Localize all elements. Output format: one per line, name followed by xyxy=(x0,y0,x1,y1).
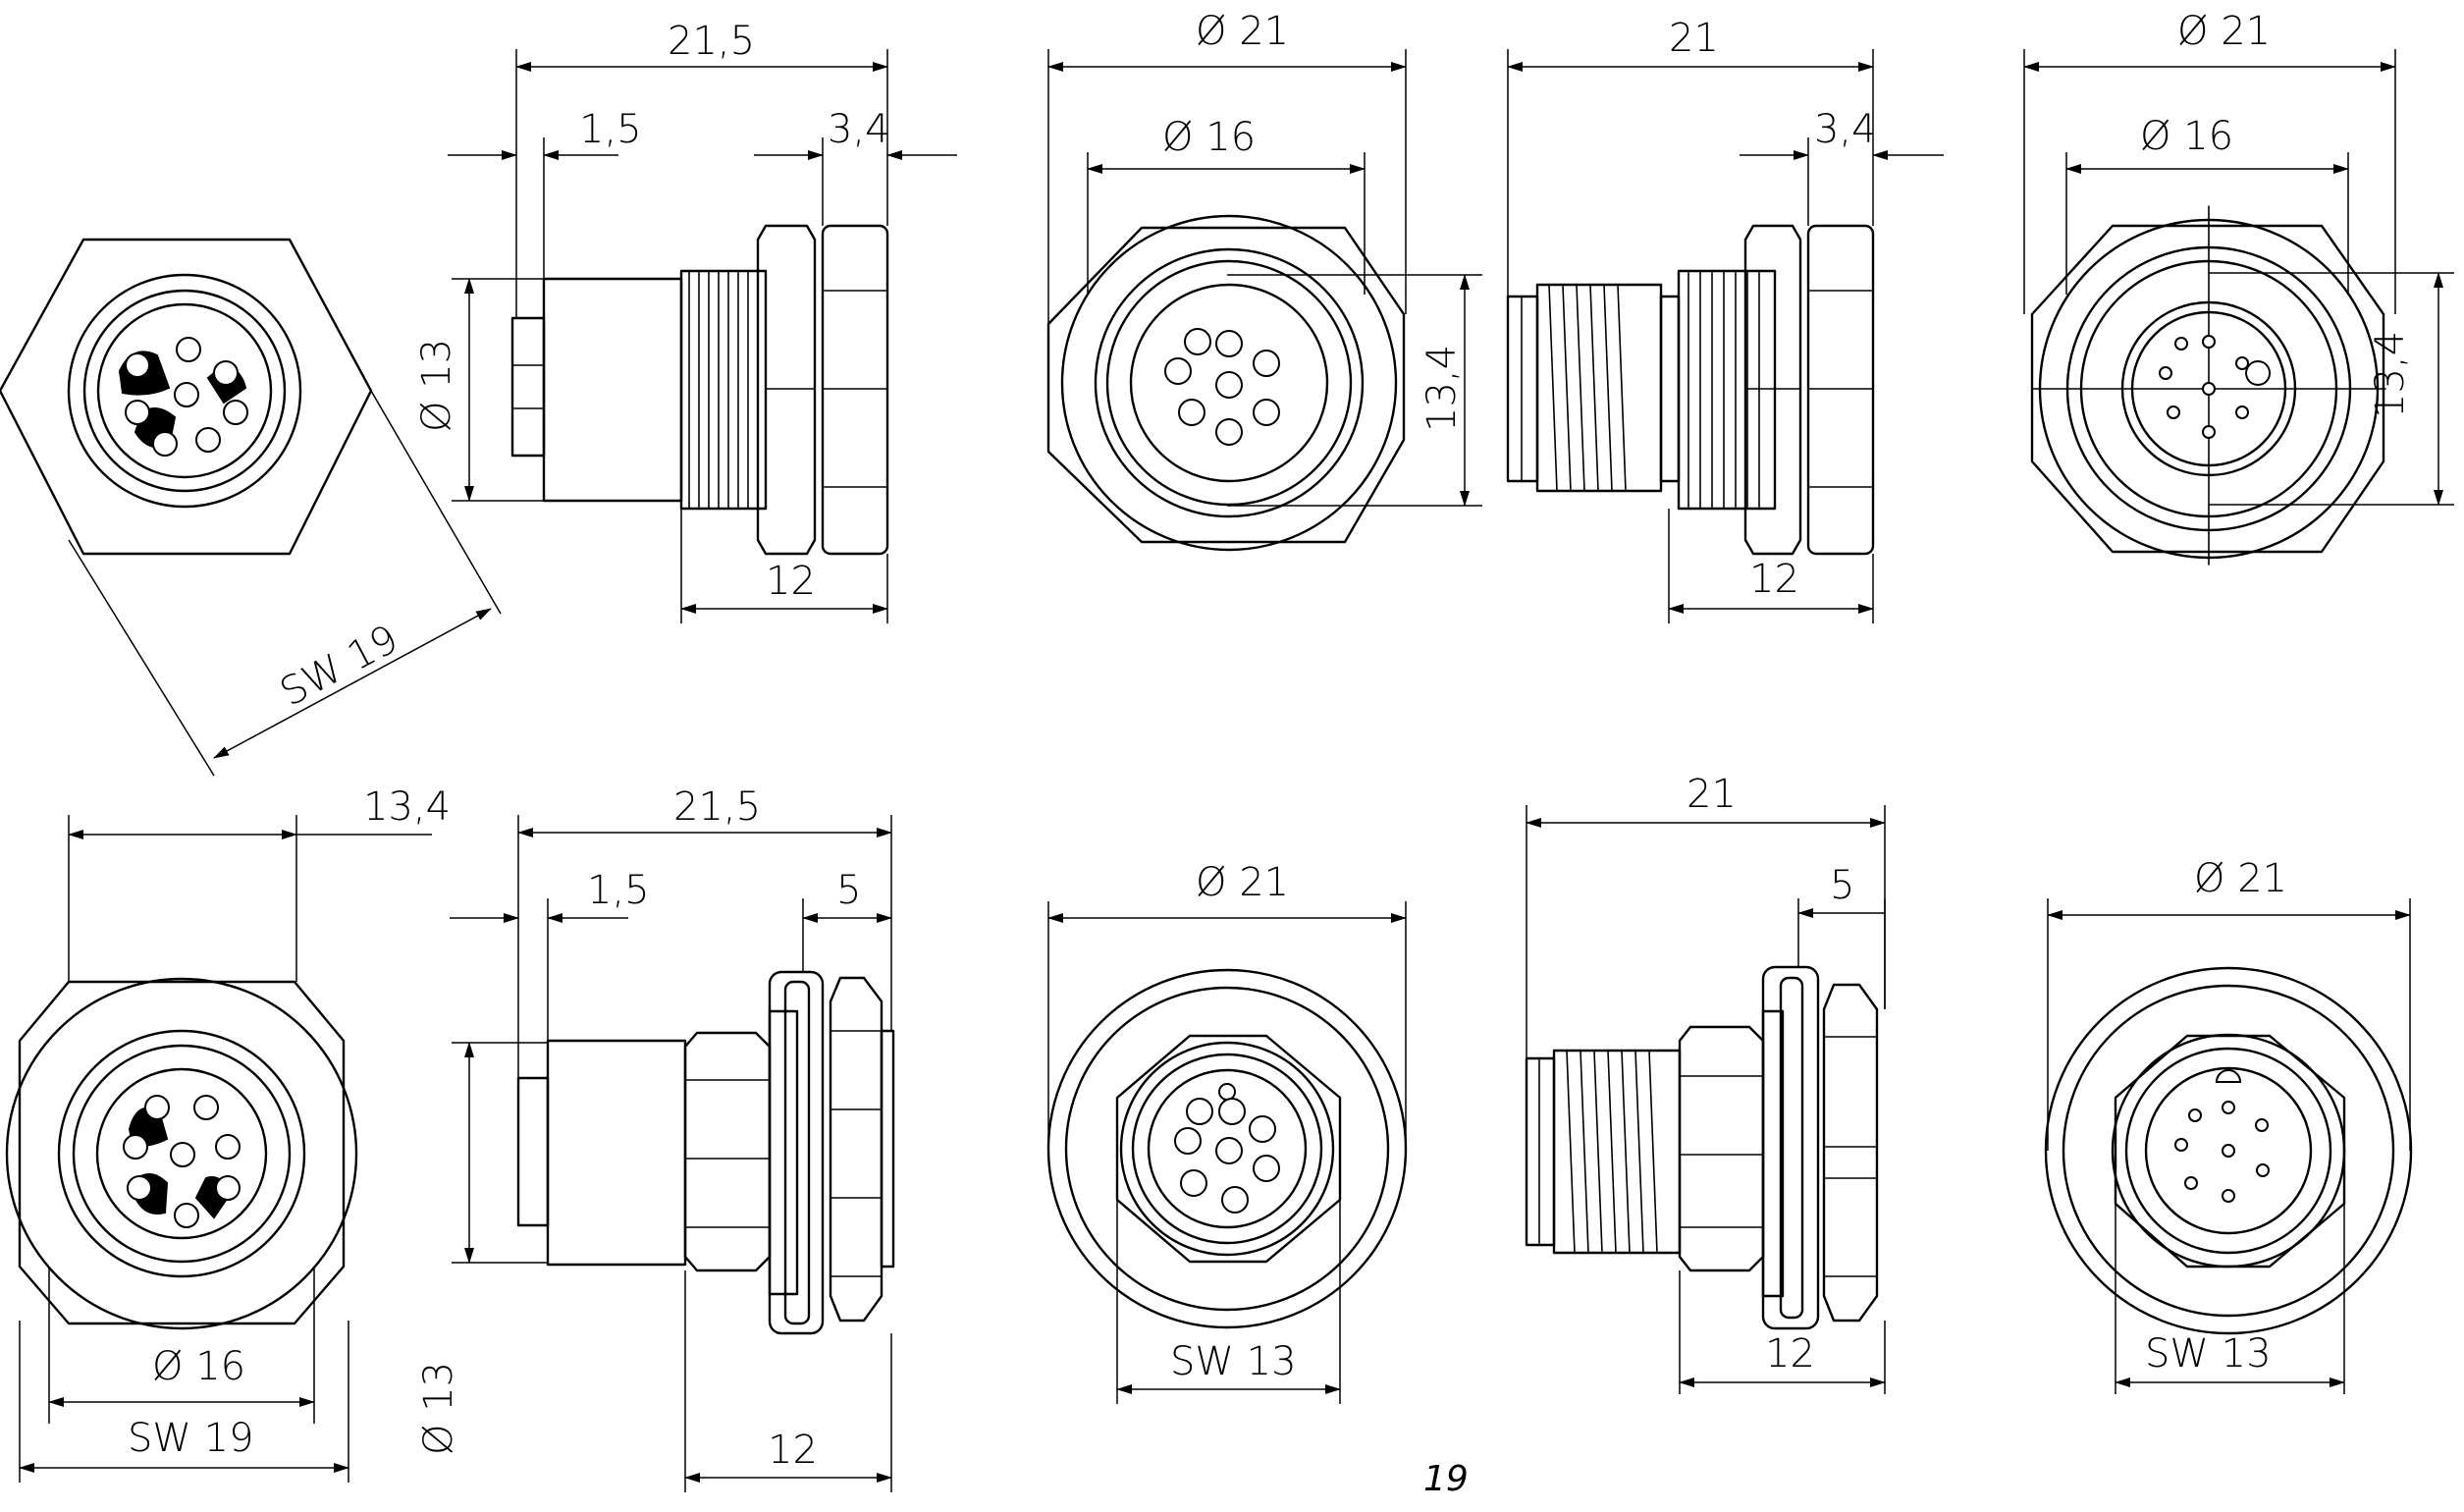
dim-diam-21-bottom-2: Ø 21 xyxy=(2194,856,2287,901)
thread-lines-top-male-2 xyxy=(1687,270,1760,510)
dim-13-4-top-2: 13,4 xyxy=(2368,331,2413,418)
dim-12-bottom-right: 12 xyxy=(1765,1331,1815,1377)
dim-overall-21-top: 21 xyxy=(1669,16,1719,61)
page-number: 19 xyxy=(1423,1459,1469,1499)
dim-13-4-top-1: 13,4 xyxy=(1419,345,1465,432)
dim-sw19-bottom: SW 19 xyxy=(128,1416,254,1461)
female-pin-cluster xyxy=(118,337,248,457)
view-top-front-male-nut: Ø 21 Ø 16 13,4 xyxy=(2023,9,2454,566)
dim-12-top-left: 12 xyxy=(766,559,816,604)
dim-diam-16-bottom: Ø 16 xyxy=(152,1344,245,1389)
male-pin-dots-bottom xyxy=(2174,1069,2270,1203)
dim-diam-21-bottom-1: Ø 21 xyxy=(1196,860,1289,905)
view-top-side-female: 21,5 1,5 3,4 Ø 13 12 xyxy=(414,19,957,623)
dim-1-5-top: 1,5 xyxy=(579,107,642,152)
thread-lines-top-female xyxy=(688,270,759,510)
dim-1-5-bottom: 1,5 xyxy=(587,868,650,913)
view-top-front-female-hex: SW 19 xyxy=(0,238,502,777)
thread-lines-bottom-male xyxy=(1566,1050,1658,1254)
view-bottom-side-female: 21,5 1,5 5 Ø 13 12 xyxy=(416,784,895,1492)
dim-sw13-bottom-1: SW 13 xyxy=(1170,1339,1297,1384)
socket-pin-holes-bottom xyxy=(1174,1083,1280,1214)
dim-diam-16-top-2: Ø 16 xyxy=(2140,114,2233,159)
dim-diam-21-top-1: Ø 21 xyxy=(1196,9,1289,54)
view-bottom-front-female-round: 13,4 Ø 16 SW 19 xyxy=(5,784,451,1483)
view-bottom-front-female-flange: Ø 21 SW 13 xyxy=(1046,860,1408,1404)
dim-diam-16-top-1: Ø 16 xyxy=(1162,115,1256,160)
male-pin-dots-top xyxy=(2159,335,2272,439)
dim-12-bottom-left: 12 xyxy=(768,1428,818,1473)
dim-diam-21-top-2: Ø 21 xyxy=(2177,9,2271,54)
dim-5-bottom-left: 5 xyxy=(836,868,861,913)
dim-overall-21-5-top: 21,5 xyxy=(668,19,755,64)
view-top-side-male: 21 3,4 12 xyxy=(1506,16,1944,623)
dim-3-4-top-left: 3,4 xyxy=(828,107,890,152)
dim-13-4-bottom-left: 13,4 xyxy=(363,784,451,830)
thread-lines-top-male xyxy=(1548,284,1627,492)
view-top-front-female-nut: Ø 21 Ø 16 13,4 xyxy=(1046,9,1482,552)
female-pin-cluster-bottom xyxy=(123,1095,241,1228)
dim-3-4-top-right: 3,4 xyxy=(1814,107,1877,152)
view-bottom-side-male: 21 5 12 xyxy=(1525,772,1886,1394)
dim-diam-13-top: Ø 13 xyxy=(414,339,459,432)
dim-sw19-top: SW 19 xyxy=(273,617,405,716)
dim-5-bottom-right: 5 xyxy=(1830,863,1854,908)
dim-overall-21-bottom: 21 xyxy=(1687,772,1737,817)
dim-overall-21-5-bottom: 21,5 xyxy=(673,784,761,830)
dim-diam-13-bottom: Ø 13 xyxy=(416,1362,461,1455)
socket-pin-holes-top xyxy=(1164,328,1280,446)
dim-12-top-right: 12 xyxy=(1749,557,1799,602)
view-bottom-front-male-flange: Ø 21 SW 13 xyxy=(2044,856,2413,1394)
dim-sw13-bottom-2: SW 13 xyxy=(2145,1331,2272,1377)
